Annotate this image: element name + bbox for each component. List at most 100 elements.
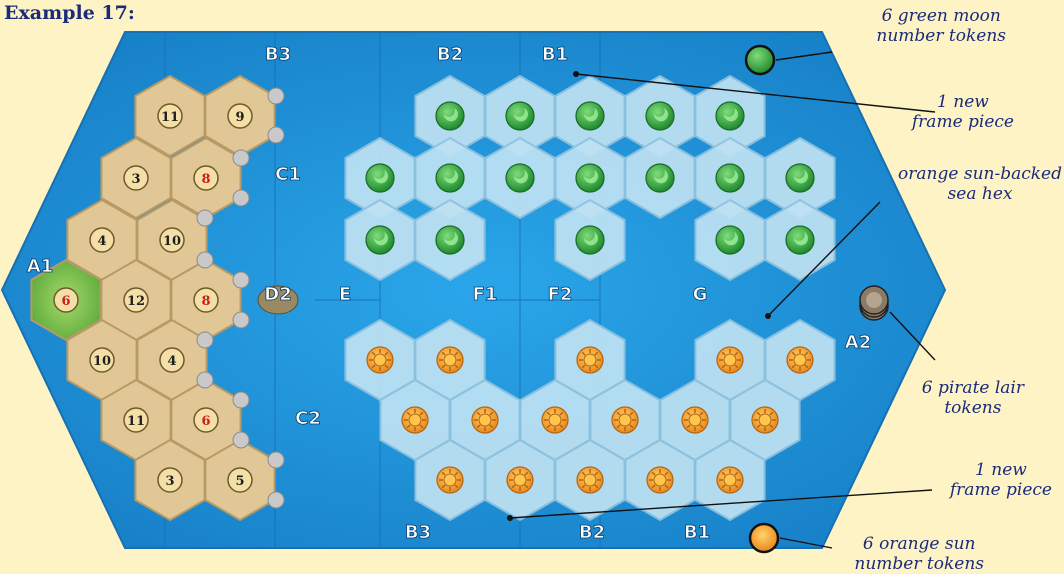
- connector-dot: [233, 432, 249, 448]
- annotation-line: sea hex: [898, 184, 1062, 204]
- orange-sun-icon: [750, 524, 778, 552]
- connector-dot: [233, 150, 249, 166]
- annotation-pirate-lair-tokens: 6 pirate lair tokens: [922, 378, 1024, 418]
- sun-core: [689, 414, 701, 426]
- connector-dot: [268, 127, 284, 143]
- connector-dot: [197, 372, 213, 388]
- sun-core: [759, 414, 771, 426]
- number-token-value: 3: [131, 172, 140, 187]
- annotation-orange-sun-tokens: 6 orange sun number tokens: [854, 534, 984, 574]
- number-token-value: 10: [93, 354, 111, 369]
- green-moon-icon: [366, 164, 394, 192]
- connector-dot: [268, 88, 284, 104]
- number-token-value: 4: [167, 354, 176, 369]
- number-token-value: 11: [161, 110, 179, 125]
- annotation-line: frame piece: [912, 112, 1014, 132]
- sun-core: [619, 414, 631, 426]
- annotation-new-frame-piece-top: 1 new frame piece: [912, 92, 1014, 132]
- connector-dot: [233, 190, 249, 206]
- annotation-line: 6 green moon: [876, 6, 1006, 26]
- annotation-green-moon-tokens: 6 green moon number tokens: [876, 6, 1006, 46]
- annotation-line: 1 new: [912, 92, 1014, 112]
- connector-dot: [197, 332, 213, 348]
- frame-label: B2: [579, 522, 605, 543]
- sun-core: [794, 354, 806, 366]
- frame-label: B3: [265, 44, 291, 65]
- number-token-value: 10: [163, 234, 181, 249]
- annotation-sun-backed-sea-hex: orange sun-backed sea hex: [898, 164, 1062, 204]
- green-moon-icon: [716, 102, 744, 130]
- number-token-value: 8: [201, 294, 210, 309]
- sun-core: [724, 474, 736, 486]
- green-moon-icon: [436, 164, 464, 192]
- connector-dot: [268, 492, 284, 508]
- pointer-dot: [765, 313, 771, 319]
- frame-label: B2: [437, 44, 463, 65]
- annotation-line: tokens: [922, 398, 1024, 418]
- number-token-value: 8: [201, 172, 210, 187]
- frame-label: B1: [684, 522, 710, 543]
- sun-core: [549, 414, 561, 426]
- frame-label: F2: [548, 284, 573, 305]
- sun-core: [444, 354, 456, 366]
- number-token-value: 3: [165, 474, 174, 489]
- green-moon-icon: [786, 164, 814, 192]
- annotation-line: number tokens: [876, 26, 1006, 46]
- green-moon-icon: [746, 46, 774, 74]
- connector-dot: [233, 392, 249, 408]
- sun-core: [444, 474, 456, 486]
- green-moon-icon: [716, 226, 744, 254]
- sun-core: [479, 414, 491, 426]
- connector-dot: [197, 210, 213, 226]
- sun-core: [654, 474, 666, 486]
- annotation-new-frame-piece-bottom: 1 new frame piece: [950, 460, 1052, 500]
- green-moon-icon: [646, 102, 674, 130]
- number-token-value: 6: [61, 294, 70, 309]
- pointer-dot: [573, 71, 579, 77]
- frame-label: A1: [27, 256, 53, 277]
- annotation-line: 6 orange sun: [854, 534, 984, 554]
- sun-core: [584, 354, 596, 366]
- green-moon-icon: [436, 226, 464, 254]
- frame-label: C2: [295, 408, 321, 429]
- frame-label: A2: [845, 332, 871, 353]
- green-moon-icon: [576, 102, 604, 130]
- sun-core: [409, 414, 421, 426]
- number-token-value: 12: [127, 294, 145, 309]
- connector-dot: [268, 452, 284, 468]
- green-moon-icon: [576, 164, 604, 192]
- connector-dot: [233, 272, 249, 288]
- annotation-line: 1 new: [950, 460, 1052, 480]
- connector-dot: [233, 312, 249, 328]
- green-moon-icon: [786, 226, 814, 254]
- number-token-value: 11: [127, 414, 145, 429]
- number-token-value: 5: [235, 474, 244, 489]
- frame-label: F1: [473, 284, 498, 305]
- sun-core: [374, 354, 386, 366]
- green-moon-icon: [646, 164, 674, 192]
- green-moon-icon: [576, 226, 604, 254]
- frame-label: D2: [264, 284, 291, 305]
- frame-label: E: [339, 284, 351, 305]
- frame-label: G: [693, 284, 708, 305]
- annotation-line: frame piece: [950, 480, 1052, 500]
- number-token-value: 9: [235, 110, 244, 125]
- number-token-value: 4: [97, 234, 106, 249]
- green-moon-icon: [506, 164, 534, 192]
- annotation-line: 6 pirate lair: [922, 378, 1024, 398]
- frame-label: B1: [542, 44, 568, 65]
- annotation-line: number tokens: [854, 554, 984, 574]
- connector-dot: [197, 252, 213, 268]
- sun-core: [724, 354, 736, 366]
- annotation-line: orange sun-backed: [898, 164, 1062, 184]
- sun-core: [514, 474, 526, 486]
- number-token-value: 6: [201, 414, 210, 429]
- green-moon-icon: [716, 164, 744, 192]
- green-moon-icon: [506, 102, 534, 130]
- pointer-dot: [507, 515, 513, 521]
- green-moon-icon: [436, 102, 464, 130]
- green-moon-icon: [366, 226, 394, 254]
- frame-label: C1: [275, 164, 301, 185]
- frame-label: B3: [405, 522, 431, 543]
